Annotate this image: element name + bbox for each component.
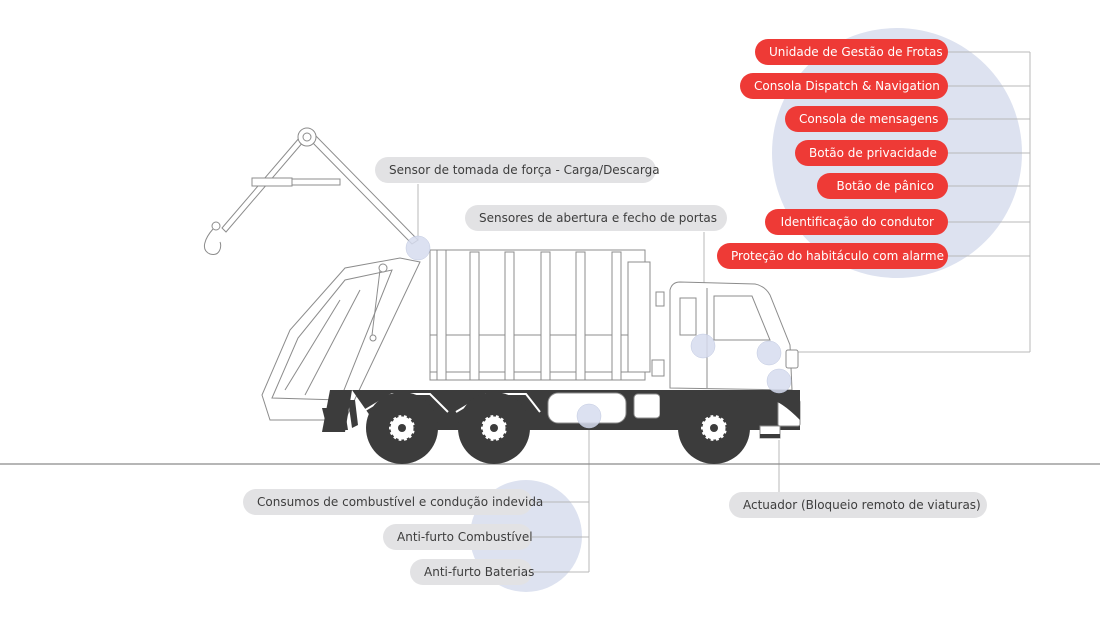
boom-right-arm [309, 135, 419, 245]
wheel-rear-1 [366, 392, 438, 464]
body-ribs [436, 249, 622, 381]
fuel-sensor-dot [576, 403, 602, 429]
label-privacy-button: Botão de privacidade [795, 140, 948, 166]
door-sensor-dot [690, 333, 716, 359]
alarm-sensor-dot [766, 368, 792, 394]
label-battery-antitheft: Anti-furto Baterias [410, 559, 534, 585]
label-actuator-remote-lock: Actuador (Bloqueio remoto de viaturas) [729, 492, 987, 518]
cab-rear-window [679, 297, 697, 336]
compactor-body [429, 249, 646, 381]
wheels [366, 392, 750, 464]
label-pto-sensor: Sensor de tomada de força - Carga/Descar… [375, 157, 660, 183]
label-fuel-antitheft: Anti-furto Combustível [383, 524, 533, 550]
battery-box [633, 393, 661, 419]
label-door-sensors: Sensores de abertura e fecho de portas [465, 205, 727, 231]
label-panic-button: Botão de pânico [817, 173, 948, 199]
hazard-stripes [322, 400, 358, 432]
label-cabin-alarm-protection: Proteção do habitáculo com alarme [717, 243, 948, 269]
label-dispatch-navigation-console: Consola Dispatch & Navigation [740, 73, 948, 99]
wheel-front [678, 392, 750, 464]
wheel-rear-2 [458, 392, 530, 464]
label-driver-identification: Identificação do condutor [765, 209, 948, 235]
headlight [785, 349, 799, 369]
cab [669, 281, 793, 391]
cab-windshield [713, 295, 771, 341]
label-messaging-console: Consola de mensagens [785, 106, 948, 132]
pto-sensor-dot [405, 235, 431, 261]
label-fleet-management-unit: Unidade de Gestão de Frotas [755, 39, 948, 65]
cab-sensor-dot [756, 340, 782, 366]
label-fuel-consumption: Consumos de combustível e condução indev… [243, 489, 543, 515]
hook [203, 228, 222, 256]
